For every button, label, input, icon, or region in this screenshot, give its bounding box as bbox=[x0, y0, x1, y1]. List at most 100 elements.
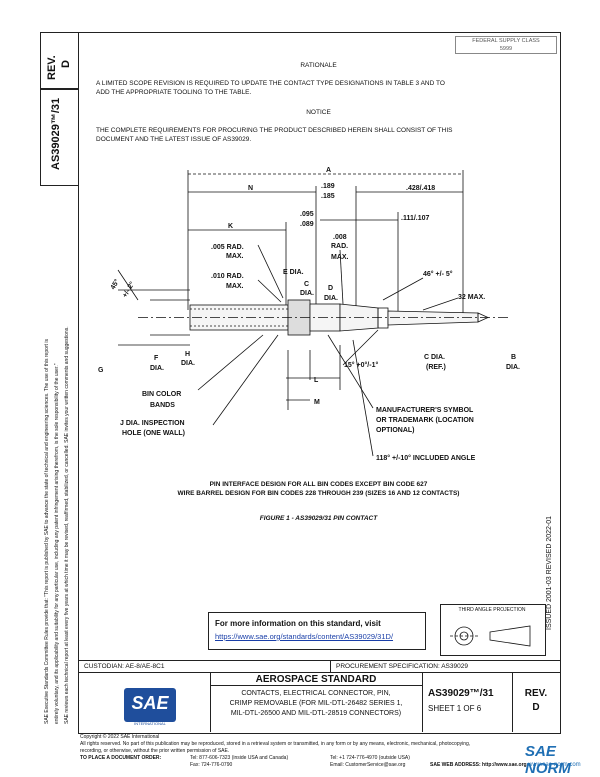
sae-logo-sub: INTERNATIONAL bbox=[134, 721, 166, 726]
tel-2: Tel: +1 724-776-4970 (outside USA) bbox=[330, 755, 410, 761]
callout-mfr-1: MANUFACTURER'S SYMBOL bbox=[376, 407, 474, 414]
dim-max2: MAX. bbox=[226, 283, 244, 290]
dim-rad008b: RAD. bbox=[331, 243, 348, 250]
pin-contact-drawing: A N .189 .185 .428/.418 .095 .089 .111/.… bbox=[98, 167, 520, 462]
callout-mfr-3: OPTIONAL) bbox=[376, 427, 415, 434]
fax: Fax: 724-776-0790 bbox=[190, 762, 233, 768]
dim-L: L bbox=[314, 377, 319, 384]
dim-095: .095 bbox=[300, 211, 314, 218]
callout-included-angle: 118° +/-10° INCLUDED ANGLE bbox=[376, 454, 476, 462]
reaffirm-stamp: FEDERAL SUPPLY CLASS 5999 bbox=[455, 36, 557, 54]
tb-sheet: SHEET 1 OF 6 bbox=[428, 704, 482, 713]
dim-189: .189 bbox=[321, 183, 335, 190]
drawing-note-1: PIN INTERFACE DESIGN FOR ALL BIN CODES E… bbox=[209, 481, 428, 488]
watermark-logo: SAE NORM bbox=[525, 743, 571, 777]
custodian: CUSTODIAN: AE-8/AE-8C1 bbox=[84, 663, 165, 670]
page-frame bbox=[78, 32, 561, 734]
notice-text-2: DOCUMENT AND THE LATEST ISSUE OF AS39029… bbox=[96, 136, 252, 143]
desc-line-1: CONTACTS, ELECTRICAL CONNECTOR, PIN, bbox=[241, 690, 391, 697]
dim-45: 45° bbox=[109, 278, 121, 291]
tb-vdiv-1 bbox=[330, 660, 331, 672]
callout-bin-color: BIN COLOR bbox=[142, 391, 181, 398]
dim-rad008: .008 bbox=[333, 234, 347, 241]
aerospace-standard: AEROSPACE STANDARD bbox=[255, 674, 377, 685]
legal-line-3: SAE reviews each technical report at lea… bbox=[64, 326, 70, 724]
dim-46: 46° +/- 5° bbox=[423, 270, 453, 278]
callout-mfr-2: OR TRADEMARK (LOCATION bbox=[376, 417, 474, 424]
desc-line-3: MIL-DTL-26500 AND MIL-DTL-28519 CONNECTO… bbox=[230, 710, 402, 717]
legal-line-2: entirely voluntary, and its applicabilit… bbox=[54, 363, 60, 724]
dim-32max: 32 MAX. bbox=[458, 294, 485, 301]
dim-185: .185 bbox=[321, 193, 335, 200]
left-rev-value: D bbox=[60, 60, 72, 68]
dim-N: N bbox=[248, 185, 253, 192]
rights-2: recording, or otherwise, without the pri… bbox=[80, 748, 230, 754]
rationale-text-2: ADD THE APPROPRIATE TOOLING TO THE TABLE… bbox=[96, 89, 252, 96]
figure-caption: FIGURE 1 - AS39029/31 PIN CONTACT bbox=[259, 515, 378, 522]
dim-rad005: .005 RAD. bbox=[211, 244, 244, 251]
dim-G: G bbox=[98, 367, 104, 374]
dim-edia: E DIA. bbox=[283, 269, 304, 276]
dim-rad010: .010 RAD. bbox=[211, 273, 244, 280]
issued-revised: ISSUED 2001-03 REVISED 2022-01 bbox=[546, 515, 553, 630]
dim-H: H bbox=[185, 351, 190, 358]
dim-A: A bbox=[326, 167, 331, 174]
notice-text-1: THE COMPLETE REQUIREMENTS FOR PROCURING … bbox=[96, 127, 453, 134]
more-info-text: For more information on this standard, v… bbox=[215, 619, 381, 628]
tb-line-1 bbox=[78, 660, 560, 661]
dim-D: D bbox=[328, 285, 333, 292]
dim-F-dia: DIA. bbox=[150, 365, 164, 372]
tb-line-3 bbox=[210, 685, 422, 686]
copyright: Copyright © 2022 SAE International bbox=[80, 734, 160, 740]
callout-bands: BANDS bbox=[150, 402, 175, 409]
dim-F: F bbox=[154, 355, 159, 362]
dim-15: 15° +0°/-1° bbox=[344, 361, 378, 369]
rationale-title: RATIONALE bbox=[300, 62, 337, 69]
order-label: TO PLACE A DOCUMENT ORDER: bbox=[80, 755, 162, 761]
stamp-line-1: FEDERAL SUPPLY CLASS bbox=[472, 38, 540, 44]
rationale-text-1: A LIMITED SCOPE REVISION IS REQUIRED TO … bbox=[96, 80, 445, 87]
dim-Cdia-ref: C DIA. bbox=[424, 354, 445, 361]
dim-M: M bbox=[314, 399, 320, 406]
dim-D-dia: DIA. bbox=[324, 295, 338, 302]
drawing-note-2: WIRE BARREL DESIGN FOR BIN CODES 228 THR… bbox=[177, 490, 460, 497]
dim-max1: MAX. bbox=[226, 253, 244, 260]
sae-logo: SAE bbox=[124, 688, 176, 722]
tb-vdiv-3 bbox=[422, 672, 423, 732]
tel-1: Tel: 877-606-7323 (inside USA and Canada… bbox=[190, 755, 289, 761]
dim-ref: (REF.) bbox=[426, 364, 446, 371]
dim-111: .111/.107 bbox=[401, 215, 430, 222]
legal-line-1: SAE Executive Standards Committee Rules … bbox=[44, 339, 50, 724]
rights-1: All rights reserved. No part of this pub… bbox=[80, 741, 471, 747]
tb-line-2 bbox=[78, 672, 560, 673]
dim-B: B bbox=[511, 354, 516, 361]
dim-089: .089 bbox=[300, 221, 314, 228]
tb-rev-label: REV. bbox=[524, 688, 548, 699]
tb-vdiv-4 bbox=[512, 672, 513, 732]
stamp-line-2: 5999 bbox=[499, 46, 513, 52]
tb-rev-value: D bbox=[532, 702, 540, 713]
email[interactable]: Email: CustomerService@sae.org bbox=[330, 762, 406, 768]
left-docnum-box bbox=[40, 88, 79, 186]
procurement-spec: PROCUREMENT SPECIFICATION: AS39029 bbox=[336, 663, 468, 670]
callout-hole: HOLE (ONE WALL) bbox=[122, 430, 185, 437]
left-rev-box bbox=[40, 32, 79, 90]
dim-max3: MAX. bbox=[331, 254, 349, 261]
dim-B-dia: DIA. bbox=[506, 364, 520, 371]
watermark-url: www.sae-norm.com bbox=[528, 762, 581, 768]
left-rev-label: REV. bbox=[46, 55, 58, 80]
third-angle-box bbox=[440, 604, 546, 656]
dim-K: K bbox=[228, 223, 233, 230]
dim-45-tol: +/- 2° bbox=[121, 280, 137, 299]
more-info-box: For more information on this standard, v… bbox=[208, 612, 426, 650]
third-angle-label: THIRD ANGLE PROJECTION bbox=[458, 607, 526, 613]
callout-jdia: J DIA. INSPECTION bbox=[120, 420, 185, 427]
desc-line-2: CRIMP REMOVABLE (FOR MIL-DTL-26482 SERIE… bbox=[229, 700, 403, 707]
web-address[interactable]: SAE WEB ADDRESS: http://www.sae.org bbox=[430, 762, 527, 768]
more-info-link[interactable]: https://www.sae.org/standards/content/AS… bbox=[215, 632, 394, 641]
third-angle-symbol bbox=[450, 625, 531, 647]
tb-doc-number: AS39029™/31 bbox=[428, 688, 494, 699]
dim-C: C bbox=[304, 281, 309, 288]
left-doc-number: AS39029™/31 bbox=[50, 97, 62, 170]
dim-428: .428/.418 bbox=[406, 185, 435, 192]
